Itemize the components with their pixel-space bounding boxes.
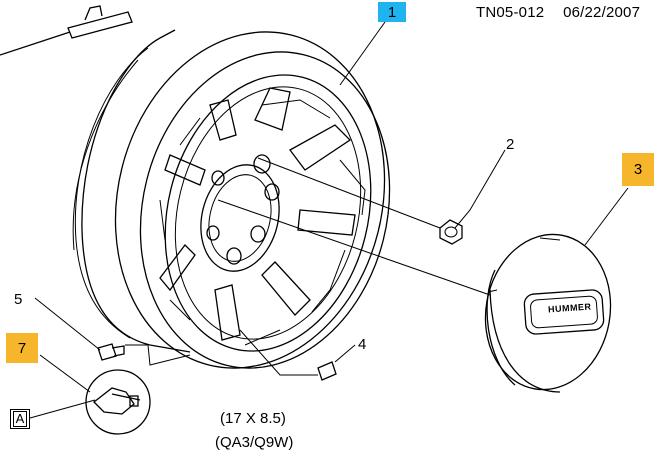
callout-1: 1 bbox=[378, 2, 406, 22]
callout-5: 5 bbox=[14, 291, 23, 308]
wheel-face bbox=[159, 74, 372, 352]
callout-7: 7 bbox=[6, 333, 38, 363]
doc-id: TN05-012 bbox=[476, 4, 545, 21]
wheel-barrel bbox=[72, 29, 391, 369]
valve-stem-top bbox=[0, 5, 133, 56]
document-header: TN05-012 06/22/2007 bbox=[476, 4, 640, 21]
lug-nut bbox=[439, 219, 463, 245]
callout-4: 4 bbox=[358, 336, 367, 353]
callout-3: 3 bbox=[622, 153, 654, 186]
leader-lines bbox=[29, 21, 629, 419]
reference-label-box: A bbox=[10, 409, 30, 429]
callout-7-label: 7 bbox=[17, 339, 27, 357]
tpms-sensor-detail bbox=[85, 369, 151, 435]
callout-3-label: 3 bbox=[633, 161, 643, 178]
reference-label: A bbox=[12, 411, 28, 427]
callout-2: 2 bbox=[506, 136, 515, 153]
doc-date: 06/22/2007 bbox=[563, 4, 641, 21]
wheel-size-spec: (17 X 8.5) bbox=[220, 410, 286, 427]
valve-small bbox=[97, 343, 125, 361]
callout-1-label: 1 bbox=[387, 3, 397, 21]
hub-cap bbox=[484, 233, 612, 393]
balance-weight bbox=[317, 361, 337, 381]
wheel-rpo-code: (QA3/Q9W) bbox=[215, 434, 294, 451]
